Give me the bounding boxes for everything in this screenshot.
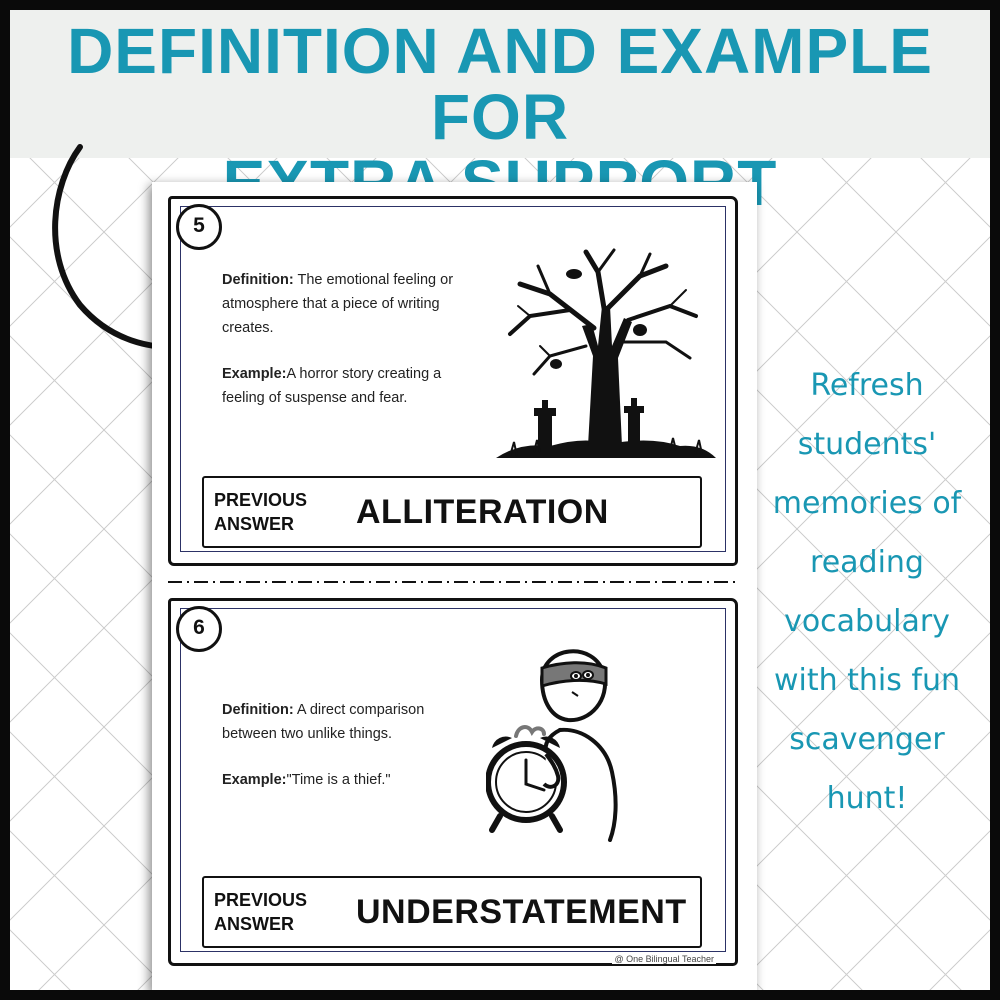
promo-caption-line: students': [797, 427, 937, 462]
card-border: [168, 598, 738, 966]
previous-answer-box: PREVIOUS ANSWER ALLITERATION: [202, 476, 702, 548]
header-title-line-1: DEFINITION AND EXAMPLE FOR: [67, 15, 933, 153]
card-inner-border: [180, 206, 726, 552]
vocabulary-card: 5 Definition: The emotional feeling or a…: [168, 196, 738, 566]
example-line: Example:A horror story creating a: [222, 362, 484, 386]
promo-caption-line: with this fun: [773, 663, 961, 698]
cut-line-divider: [168, 581, 738, 583]
definition-line: Definition: The emotional feeling or: [222, 268, 484, 292]
example-line: Example:"Time is a thief.": [222, 768, 484, 792]
example-label: Example:: [222, 366, 287, 382]
definition-line: Definition: A direct comparison: [222, 698, 484, 722]
definition-block: Definition: A direct comparison between …: [222, 698, 484, 792]
copyright-credit: @ One Bilingual Teacher: [612, 954, 716, 964]
definition-text: creates.: [222, 320, 274, 336]
previous-answer-label: PREVIOUS ANSWER: [214, 490, 308, 534]
previous-answer-value: ALLITERATION: [356, 493, 609, 531]
definition-label: Definition:: [222, 702, 294, 718]
definition-block: Definition: The emotional feeling or atm…: [222, 268, 484, 410]
card-inner-border: [180, 608, 726, 952]
promo-caption-line: vocabulary: [784, 604, 950, 639]
example-text: A horror story creating a: [286, 366, 442, 382]
promo-caption-line: hunt!: [826, 781, 908, 816]
promo-caption-line: scavenger: [789, 722, 945, 757]
promo-caption-line: reading: [810, 545, 924, 580]
definition-text: The emotional feeling or: [297, 272, 454, 288]
promo-caption-line: memories of: [772, 486, 962, 521]
example-text: "Time is a thief.": [286, 772, 391, 788]
definition-text: atmosphere that a piece of writing: [222, 296, 440, 312]
promo-caption: Refresh students' memories of reading vo…: [762, 356, 972, 828]
thief-with-clock-icon: [486, 649, 618, 842]
definition-text: A direct comparison: [296, 702, 425, 718]
definition-label: Definition:: [222, 272, 294, 288]
previous-answer-value: UNDERSTATEMENT: [356, 893, 687, 931]
example-text: feeling of suspense and fear.: [222, 390, 408, 406]
previous-answer-box: PREVIOUS ANSWER UNDERSTATEMENT: [202, 876, 702, 948]
card-number: 5: [176, 204, 222, 250]
worksheet-page: 5 Definition: The emotional feeling or a…: [152, 182, 757, 992]
example-label: Example:: [222, 772, 287, 788]
promo-caption-line: Refresh: [810, 368, 924, 403]
definition-text: between two unlike things.: [222, 726, 393, 742]
vocabulary-card: 6 Definition: A direct comparison betwee…: [168, 598, 738, 966]
card-border: [168, 196, 738, 566]
previous-answer-label: PREVIOUS ANSWER: [214, 890, 308, 934]
spooky-tree-graveyard-icon: [496, 248, 716, 458]
card-number: 6: [176, 606, 222, 652]
